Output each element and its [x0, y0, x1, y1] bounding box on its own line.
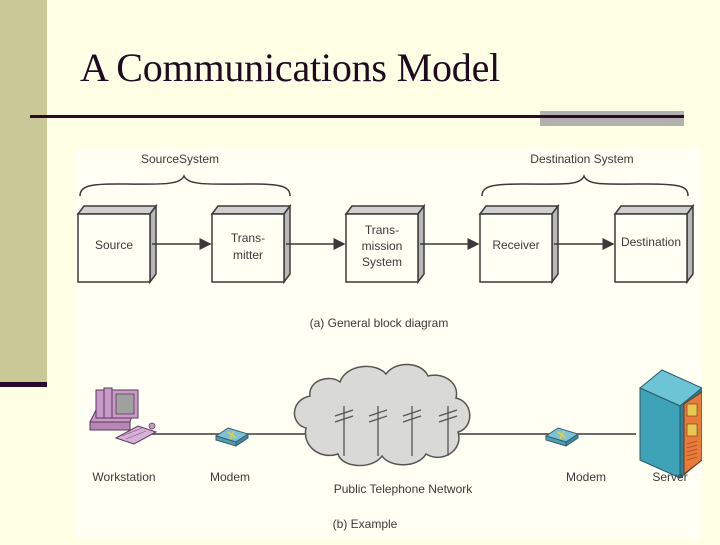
caption-b: (b) Example — [333, 517, 398, 531]
block-label: mission — [362, 239, 403, 253]
source-system-brace — [79, 173, 291, 197]
communications-model-figure: SourceSystem Destination System Source T… — [76, 148, 703, 540]
block-receiver: Receiver — [478, 203, 560, 285]
slide-side-bar — [0, 0, 47, 382]
block-label: Destination — [621, 235, 681, 249]
node-label-modem-left: Modem — [210, 470, 250, 484]
destination-system-brace — [481, 173, 689, 197]
workstation-icon — [89, 387, 158, 445]
node-label-modem-right: Modem — [566, 470, 606, 484]
slide-side-bar-cap — [0, 382, 47, 387]
block-label: mitter — [233, 248, 263, 262]
node-label-workstation: Workstation — [92, 470, 155, 484]
cloud-network-icon — [293, 363, 471, 467]
title-rule — [30, 115, 684, 118]
block-label: Trans- — [365, 223, 399, 237]
group-label-destination-system: Destination System — [530, 152, 633, 166]
block-transmitter: Trans- mitter — [210, 203, 292, 285]
group-label-source-system: SourceSystem — [141, 152, 219, 166]
node-label-public-telephone-network: Public Telephone Network — [334, 482, 474, 496]
title-rule-accent — [540, 111, 684, 126]
block-transmission-system: Trans- mission System — [344, 203, 426, 285]
block-label: Trans- — [231, 231, 265, 245]
block-label: System — [362, 255, 402, 269]
block-label: Receiver — [492, 238, 539, 252]
caption-a: (a) General block diagram — [310, 316, 449, 330]
block-source: Source — [76, 203, 158, 285]
node-label-server: Server — [652, 470, 687, 484]
server-icon — [639, 369, 703, 480]
slide-title: A Communications Model — [80, 45, 501, 90]
modem-icon — [214, 427, 250, 447]
block-label: Source — [95, 238, 133, 252]
modem-icon — [544, 427, 580, 447]
block-destination: Destination — [613, 203, 695, 285]
